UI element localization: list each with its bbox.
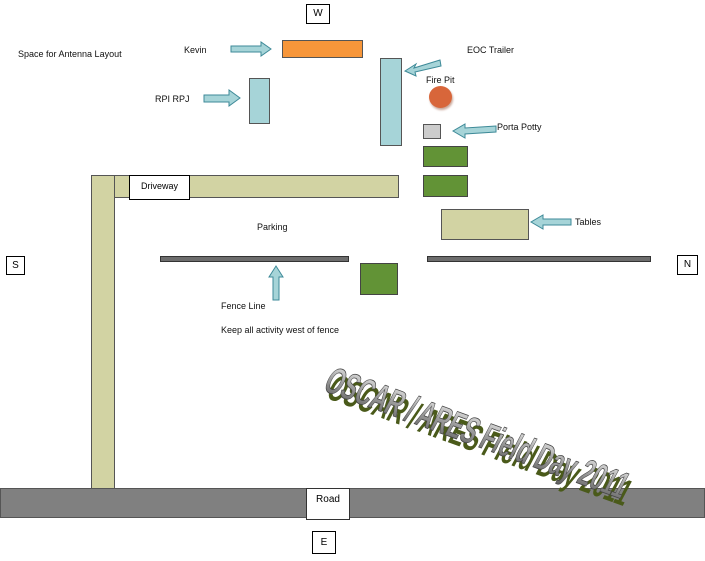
parking-label: Parking	[257, 222, 288, 232]
road	[0, 488, 705, 518]
fence-line-label: Fence Line	[221, 301, 266, 311]
road-label: Road	[306, 488, 350, 520]
tables-area	[441, 209, 529, 240]
rpi-rpj-label: RPI RPJ	[155, 94, 190, 104]
kevin-arrow-icon	[230, 41, 272, 57]
porta-potty-arrow-icon	[452, 123, 497, 139]
fence-line-east	[427, 256, 651, 262]
compass-west: W	[306, 4, 330, 24]
porta-potty-label: Porta Potty	[497, 122, 542, 132]
rpi-arrow-icon	[203, 89, 241, 107]
fire-pit	[429, 86, 452, 108]
antenna-space-label: Space for Antenna Layout	[18, 49, 122, 59]
compass-south: S	[6, 256, 25, 275]
title-art-text: OSCAR / ARES Field Day 2011	[317, 360, 636, 507]
fire-pit-label: Fire Pit	[426, 75, 455, 85]
eoc-trailer	[380, 58, 402, 146]
rpi-rpj-area	[249, 78, 270, 124]
driveway-label: Driveway	[129, 175, 190, 200]
tables-arrow-icon	[530, 214, 572, 230]
porta-potty	[423, 124, 441, 139]
green-area	[423, 146, 468, 167]
compass-north: N	[677, 255, 698, 275]
kevin-area	[282, 40, 363, 58]
eoc-arrow-icon	[403, 59, 442, 77]
green-area	[360, 263, 398, 295]
compass-east: E	[312, 531, 336, 554]
fence-line-west	[160, 256, 349, 262]
eoc-trailer-label: EOC Trailer	[467, 45, 515, 55]
fence-note-label: Keep all activity west of fence	[221, 325, 340, 335]
fence-arrow-icon	[268, 265, 284, 301]
green-area	[423, 175, 468, 197]
tables-label: Tables	[575, 217, 602, 227]
driveway-vertical	[91, 175, 115, 489]
kevin-label: Kevin	[184, 45, 207, 55]
